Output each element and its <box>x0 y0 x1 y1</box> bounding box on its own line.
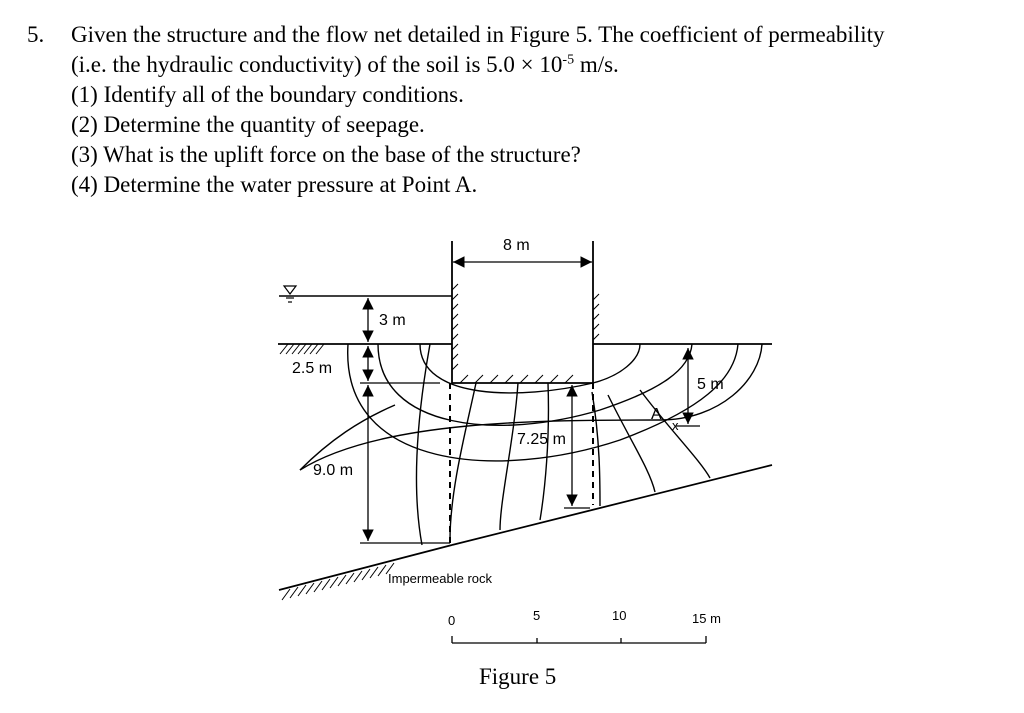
point-a-label: A <box>651 406 662 423</box>
scale-bar <box>451 636 707 644</box>
dim-center-label: 7.25 m <box>517 431 566 448</box>
scale-tick-15: 15 m <box>692 611 721 626</box>
problem-line-2: (i.e. the hydraulic conductivity) of the… <box>71 50 619 80</box>
exponent: -5 <box>562 52 575 68</box>
dim-width-label: 8 m <box>503 237 530 254</box>
question-4: (4) Determine the water pressure at Poin… <box>71 172 478 197</box>
ground-surface <box>278 343 772 355</box>
problem-number: 5. <box>27 22 45 47</box>
question-2: (2) Determine the quantity of seepage. <box>71 112 425 137</box>
problem-text-2b: m/s. <box>574 52 619 77</box>
structure <box>451 241 600 384</box>
figure-caption: Figure 5 <box>479 664 556 689</box>
impermeable-rock <box>278 464 773 601</box>
dashed-lines <box>449 383 594 545</box>
problem-text-2a: (i.e. the hydraulic conductivity) of the… <box>71 52 563 77</box>
question-1: (1) Identify all of the boundary conditi… <box>71 82 464 107</box>
problem-text-1: Given the structure and the flow net det… <box>71 22 885 47</box>
point-a-marker: x <box>672 418 679 433</box>
scale-tick-5: 5 <box>533 608 540 623</box>
scale-tick-0: 0 <box>448 613 455 628</box>
water-level <box>279 285 452 303</box>
dim-embed-label: 2.5 m <box>292 360 332 377</box>
equipotential-lines <box>299 343 711 546</box>
problem-line-1: 5. Given the structure and the flow net d… <box>27 20 884 50</box>
dimension-lines <box>360 256 700 544</box>
question-3: (3) What is the uplift force on the base… <box>71 142 581 167</box>
dim-soil-depth-label: 9.0 m <box>313 462 353 479</box>
scale-tick-10: 10 <box>612 608 626 623</box>
dim-water-depth-label: 3 m <box>379 312 406 329</box>
dim-point-a-label: 5 m <box>697 376 724 393</box>
rock-label: Impermeable rock <box>388 571 493 586</box>
